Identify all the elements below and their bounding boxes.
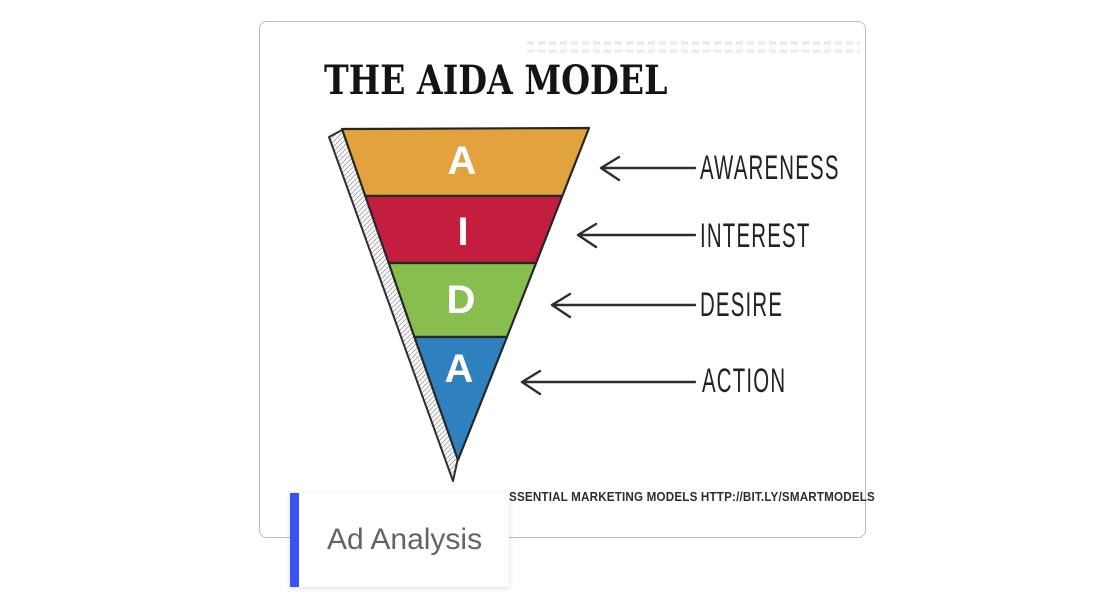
- label-desire: DESIRE: [700, 286, 784, 324]
- label-action: ACTION: [702, 362, 787, 400]
- arrow-action: [520, 369, 697, 396]
- ad-analysis-label: Ad Analysis: [327, 523, 483, 556]
- arrow-desire: [550, 292, 697, 319]
- accent-bar: [290, 493, 299, 587]
- label-awareness: AWARENESS: [700, 149, 840, 187]
- stage-letter-a2: A: [445, 347, 474, 391]
- stage-letter-a1: A: [448, 139, 477, 183]
- source-caption: SSENTIAL MARKETING MODELS HTTP://BIT.LY/…: [509, 490, 875, 504]
- arrow-awareness: [599, 155, 697, 182]
- funnel-stage-action: [413, 335, 509, 462]
- aida-model-card: [259, 21, 866, 538]
- label-interest: INTEREST: [700, 217, 811, 255]
- stage-letter-i: I: [457, 210, 468, 254]
- background-texture: [527, 41, 860, 54]
- stage-letter-d: D: [447, 278, 476, 322]
- diagram-title: THE AIDA MODEL: [324, 57, 668, 104]
- ad-analysis-card[interactable]: Ad Analysis: [290, 493, 509, 587]
- arrow-interest: [576, 222, 697, 249]
